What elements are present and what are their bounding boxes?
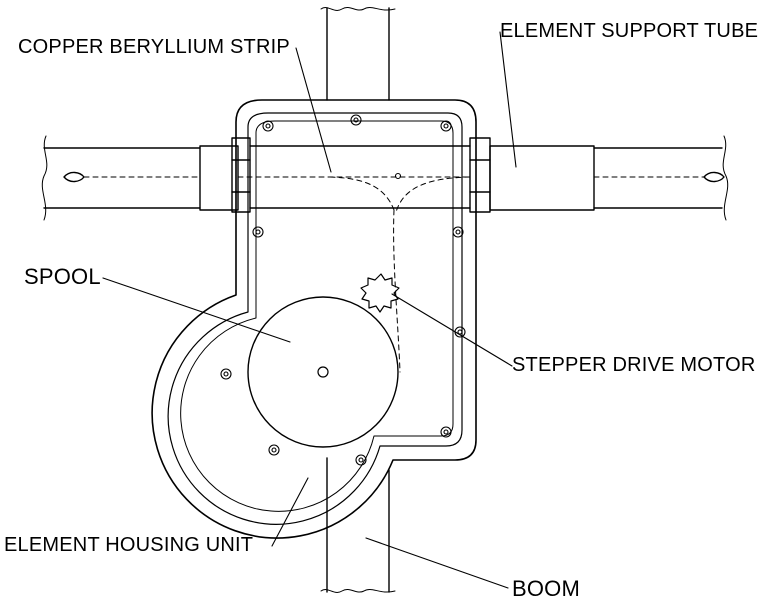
element-housing-unit (151, 99, 491, 539)
element-tube-right (489, 135, 729, 221)
label-element-housing-unit: ELEMENT HOUSING UNIT (4, 534, 254, 556)
spool (247, 296, 399, 448)
label-boom: BOOM (512, 576, 581, 601)
copper-beryllium-strip-path (329, 176, 471, 373)
label-spool: SPOOL (24, 264, 101, 289)
leader-lines (102, 31, 517, 589)
stepper-drive-motor-gear (360, 273, 400, 313)
label-stepper-drive-motor: STEPPER DRIVE MOTOR (512, 354, 756, 376)
element-tube-left (41, 135, 239, 221)
mounting-holes (220, 114, 466, 466)
boom (320, 6, 396, 593)
label-copper-beryllium-strip: COPPER BERYLLIUM STRIP (18, 36, 290, 58)
label-element-support-tube: ELEMENT SUPPORT TUBE (500, 20, 759, 42)
